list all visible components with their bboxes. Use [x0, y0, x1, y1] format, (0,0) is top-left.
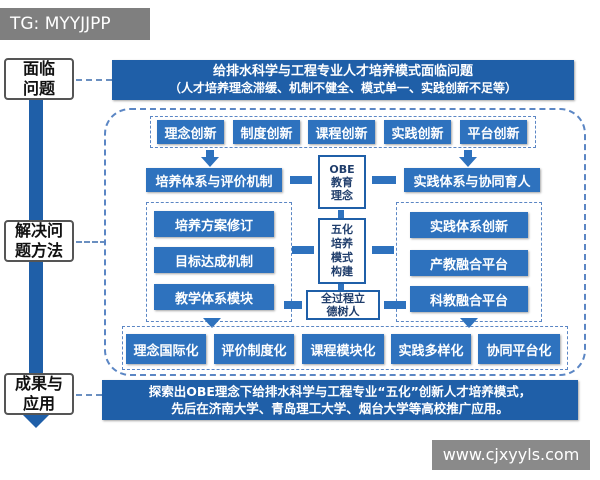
arrow-stem — [206, 150, 214, 158]
tag-label: TG: MYYJJPP — [0, 8, 150, 40]
right-system-title: 实践体系与协同育人 — [404, 168, 540, 192]
left-item: 培养方案修订 — [154, 211, 274, 237]
h-arrow-right — [384, 301, 406, 309]
transformation-item: 理念国际化 — [126, 334, 206, 364]
obe-concept-box: OBE 教育 理念 — [318, 155, 366, 209]
innovation-item: 制度创新 — [233, 120, 300, 144]
innovations-row-frame — [150, 116, 536, 148]
right-item: 产教融合平台 — [410, 250, 528, 276]
innovation-item: 课程创新 — [308, 120, 375, 144]
moral-education-box: 全过程立 德树人 — [306, 290, 380, 320]
problem-box: 给排水科学与工程专业人才培养模式面临问题 （人才培养理念滞缓、机制不健全、模式单… — [112, 60, 574, 100]
center-link — [338, 210, 344, 218]
innovation-item: 平台创新 — [460, 120, 527, 144]
transformation-item: 课程模块化 — [302, 334, 384, 364]
down-arrow — [460, 318, 478, 328]
h-arrow-right — [372, 246, 394, 254]
transformation-item: 协同平台化 — [478, 334, 560, 364]
side-label-problems: 面临 问题 — [4, 58, 74, 100]
result-box: 探索出OBE理念下给排水科学与工程专业“五化”创新人才培养模式， 先后在济南大学… — [102, 380, 578, 420]
right-item: 科教融合平台 — [410, 286, 528, 312]
h-arrow-left — [292, 246, 314, 254]
connector-problems — [76, 79, 112, 81]
transformation-item: 评价制度化 — [214, 334, 294, 364]
connector-results — [76, 394, 102, 396]
spine-arrow — [22, 414, 50, 428]
transformations-frame — [122, 326, 568, 370]
innovation-item: 理念创新 — [157, 120, 224, 144]
left-item: 教学体系模块 — [154, 284, 274, 310]
side-label-results: 成果与 应用 — [4, 373, 74, 415]
methods-frame — [104, 108, 586, 376]
transformation-item: 实践多样化 — [391, 334, 471, 364]
h-arrow-right — [372, 176, 396, 184]
five-mode-box: 五化 培养 模式 构建 — [318, 218, 366, 284]
connector-methods — [76, 241, 106, 243]
h-arrow-left — [290, 176, 312, 184]
result-line-2: 先后在济南大学、青岛理工大学、烟台大学等高校推广应用。 — [171, 401, 509, 416]
down-arrow — [201, 157, 219, 167]
side-label-methods: 解决问 题方法 — [4, 220, 74, 262]
innovation-item: 实践创新 — [384, 120, 451, 144]
left-system-title: 培养体系与评价机制 — [146, 168, 282, 192]
right-item: 实践体系创新 — [410, 212, 528, 238]
center-link — [338, 284, 344, 290]
down-arrow — [459, 157, 477, 167]
problem-line-1: 给排水科学与工程专业人才培养模式面临问题 — [212, 64, 473, 79]
down-arrow — [203, 318, 221, 328]
arrow-stem — [464, 150, 472, 158]
h-arrow-left — [284, 301, 302, 309]
result-line-1: 探索出OBE理念下给排水科学与工程专业“五化”创新人才培养模式， — [148, 384, 532, 399]
problem-line-2: （人才培养理念滞缓、机制不健全、模式单一、实践创新不足等） — [168, 81, 517, 95]
left-item: 目标达成机制 — [154, 247, 274, 273]
watermark: www.cjxyyls.com — [432, 440, 590, 470]
